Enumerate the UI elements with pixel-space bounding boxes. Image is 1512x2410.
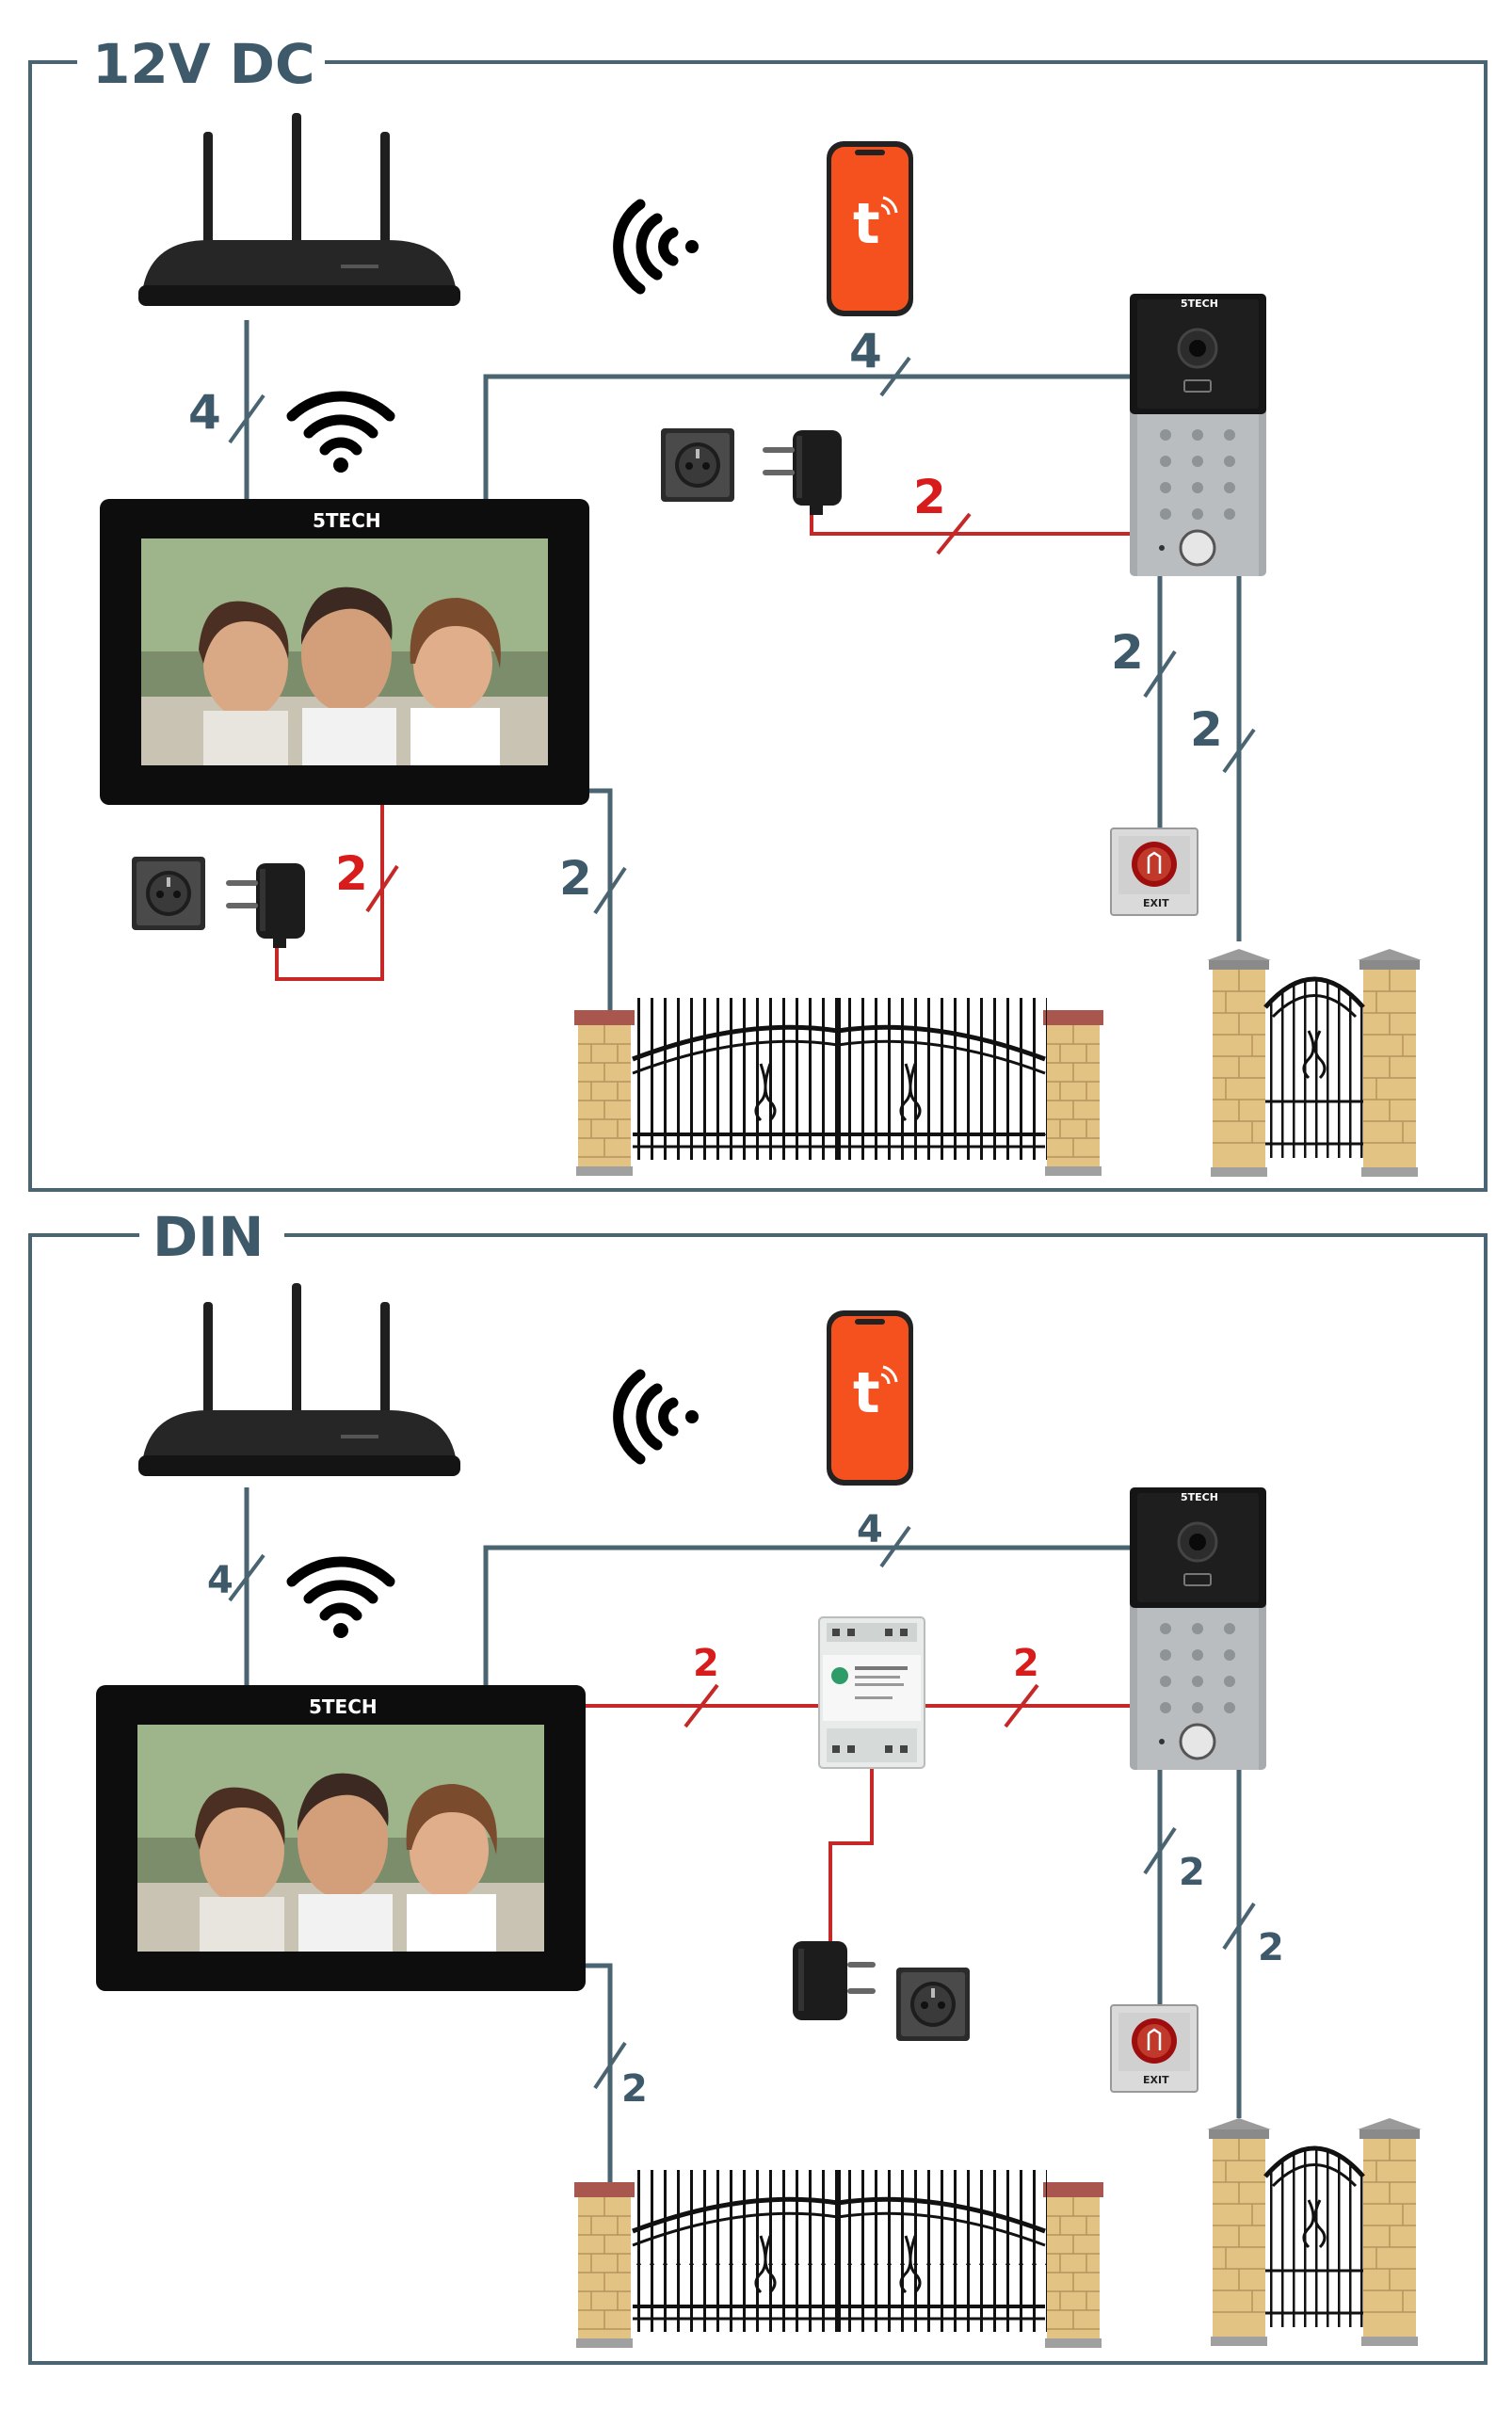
door-station-icon: 5TECH (1128, 1486, 1268, 1772)
monitor-brand: 5TECH (313, 509, 381, 532)
wire-label-din-doorstation: 2 (1013, 1642, 1039, 1685)
wireless-signal-icon (619, 1374, 699, 1459)
panel-din: DIN 4 4 2 2 2 2 (28, 1205, 1488, 2365)
wifi-icon (292, 1562, 390, 1638)
wall-socket-icon (661, 428, 734, 502)
wire-label-monitor-doorstation: 4 (849, 324, 882, 378)
din-power-supply-icon (818, 1616, 925, 1769)
wifi-icon (292, 396, 390, 473)
exit-button-icon: EXIT (1109, 2003, 1199, 2094)
door-station-icon: 5TECH (1128, 292, 1268, 578)
exit-label: EXIT (1143, 2074, 1169, 2086)
panel-frame (28, 60, 1488, 1192)
gate-icon (573, 998, 1104, 1177)
router-icon (138, 1283, 460, 1476)
doorstation-brand: 5TECH (1181, 297, 1218, 310)
exit-label: EXIT (1143, 897, 1169, 909)
wireless-signal-icon (619, 204, 699, 289)
wire-label-doorstation-psu: 2 (913, 470, 946, 524)
wicket-gate-icon (1206, 948, 1423, 1178)
panel-frame (28, 1233, 1488, 2365)
monitor-icon: 5TECH (100, 499, 589, 805)
wire-label-router-monitor: 4 (207, 1559, 233, 1602)
monitor-icon: 5TECH (96, 1685, 586, 1991)
monitor-brand: 5TECH (309, 1695, 378, 1718)
wire-label-monitor-psu: 2 (335, 846, 368, 901)
wire-label-doorstation-wicket: 2 (1258, 1926, 1284, 1969)
wall-socket-icon (896, 1968, 970, 2041)
power-adapter-icon (793, 1941, 876, 2020)
signal-cables (244, 1487, 1242, 2186)
wire-label-monitor-gate: 2 (559, 851, 592, 906)
wire-label-router-monitor: 4 (188, 385, 221, 440)
panel-12v-dc: 12V DC 4 4 2 2 2 2 (28, 32, 1488, 1192)
panel-title: 12V DC (92, 32, 315, 96)
wire-label-doorstation-exit: 2 (1179, 1851, 1205, 1894)
wire-label-doorstation-exit: 2 (1111, 625, 1144, 680)
wire-label-monitor-gate: 2 (621, 2067, 648, 2111)
power-adapter-icon (763, 430, 842, 515)
router-icon (138, 113, 460, 306)
panel-title: DIN (153, 1205, 264, 1269)
wire-label-monitor-doorstation: 4 (857, 1508, 883, 1551)
signal-cables (244, 320, 1242, 1012)
wire-label-doorstation-wicket: 2 (1190, 702, 1223, 757)
wire-label-monitor-din: 2 (693, 1642, 719, 1685)
smartphone-app-icon (825, 139, 915, 318)
power-adapter-icon (226, 863, 305, 948)
doorstation-brand: 5TECH (1181, 1491, 1218, 1503)
wicket-gate-icon (1206, 2117, 1423, 2347)
wall-socket-icon (132, 857, 205, 930)
exit-button-icon: EXIT (1109, 827, 1199, 917)
gate-icon (573, 2170, 1104, 2349)
smartphone-app-icon (825, 1309, 915, 1487)
